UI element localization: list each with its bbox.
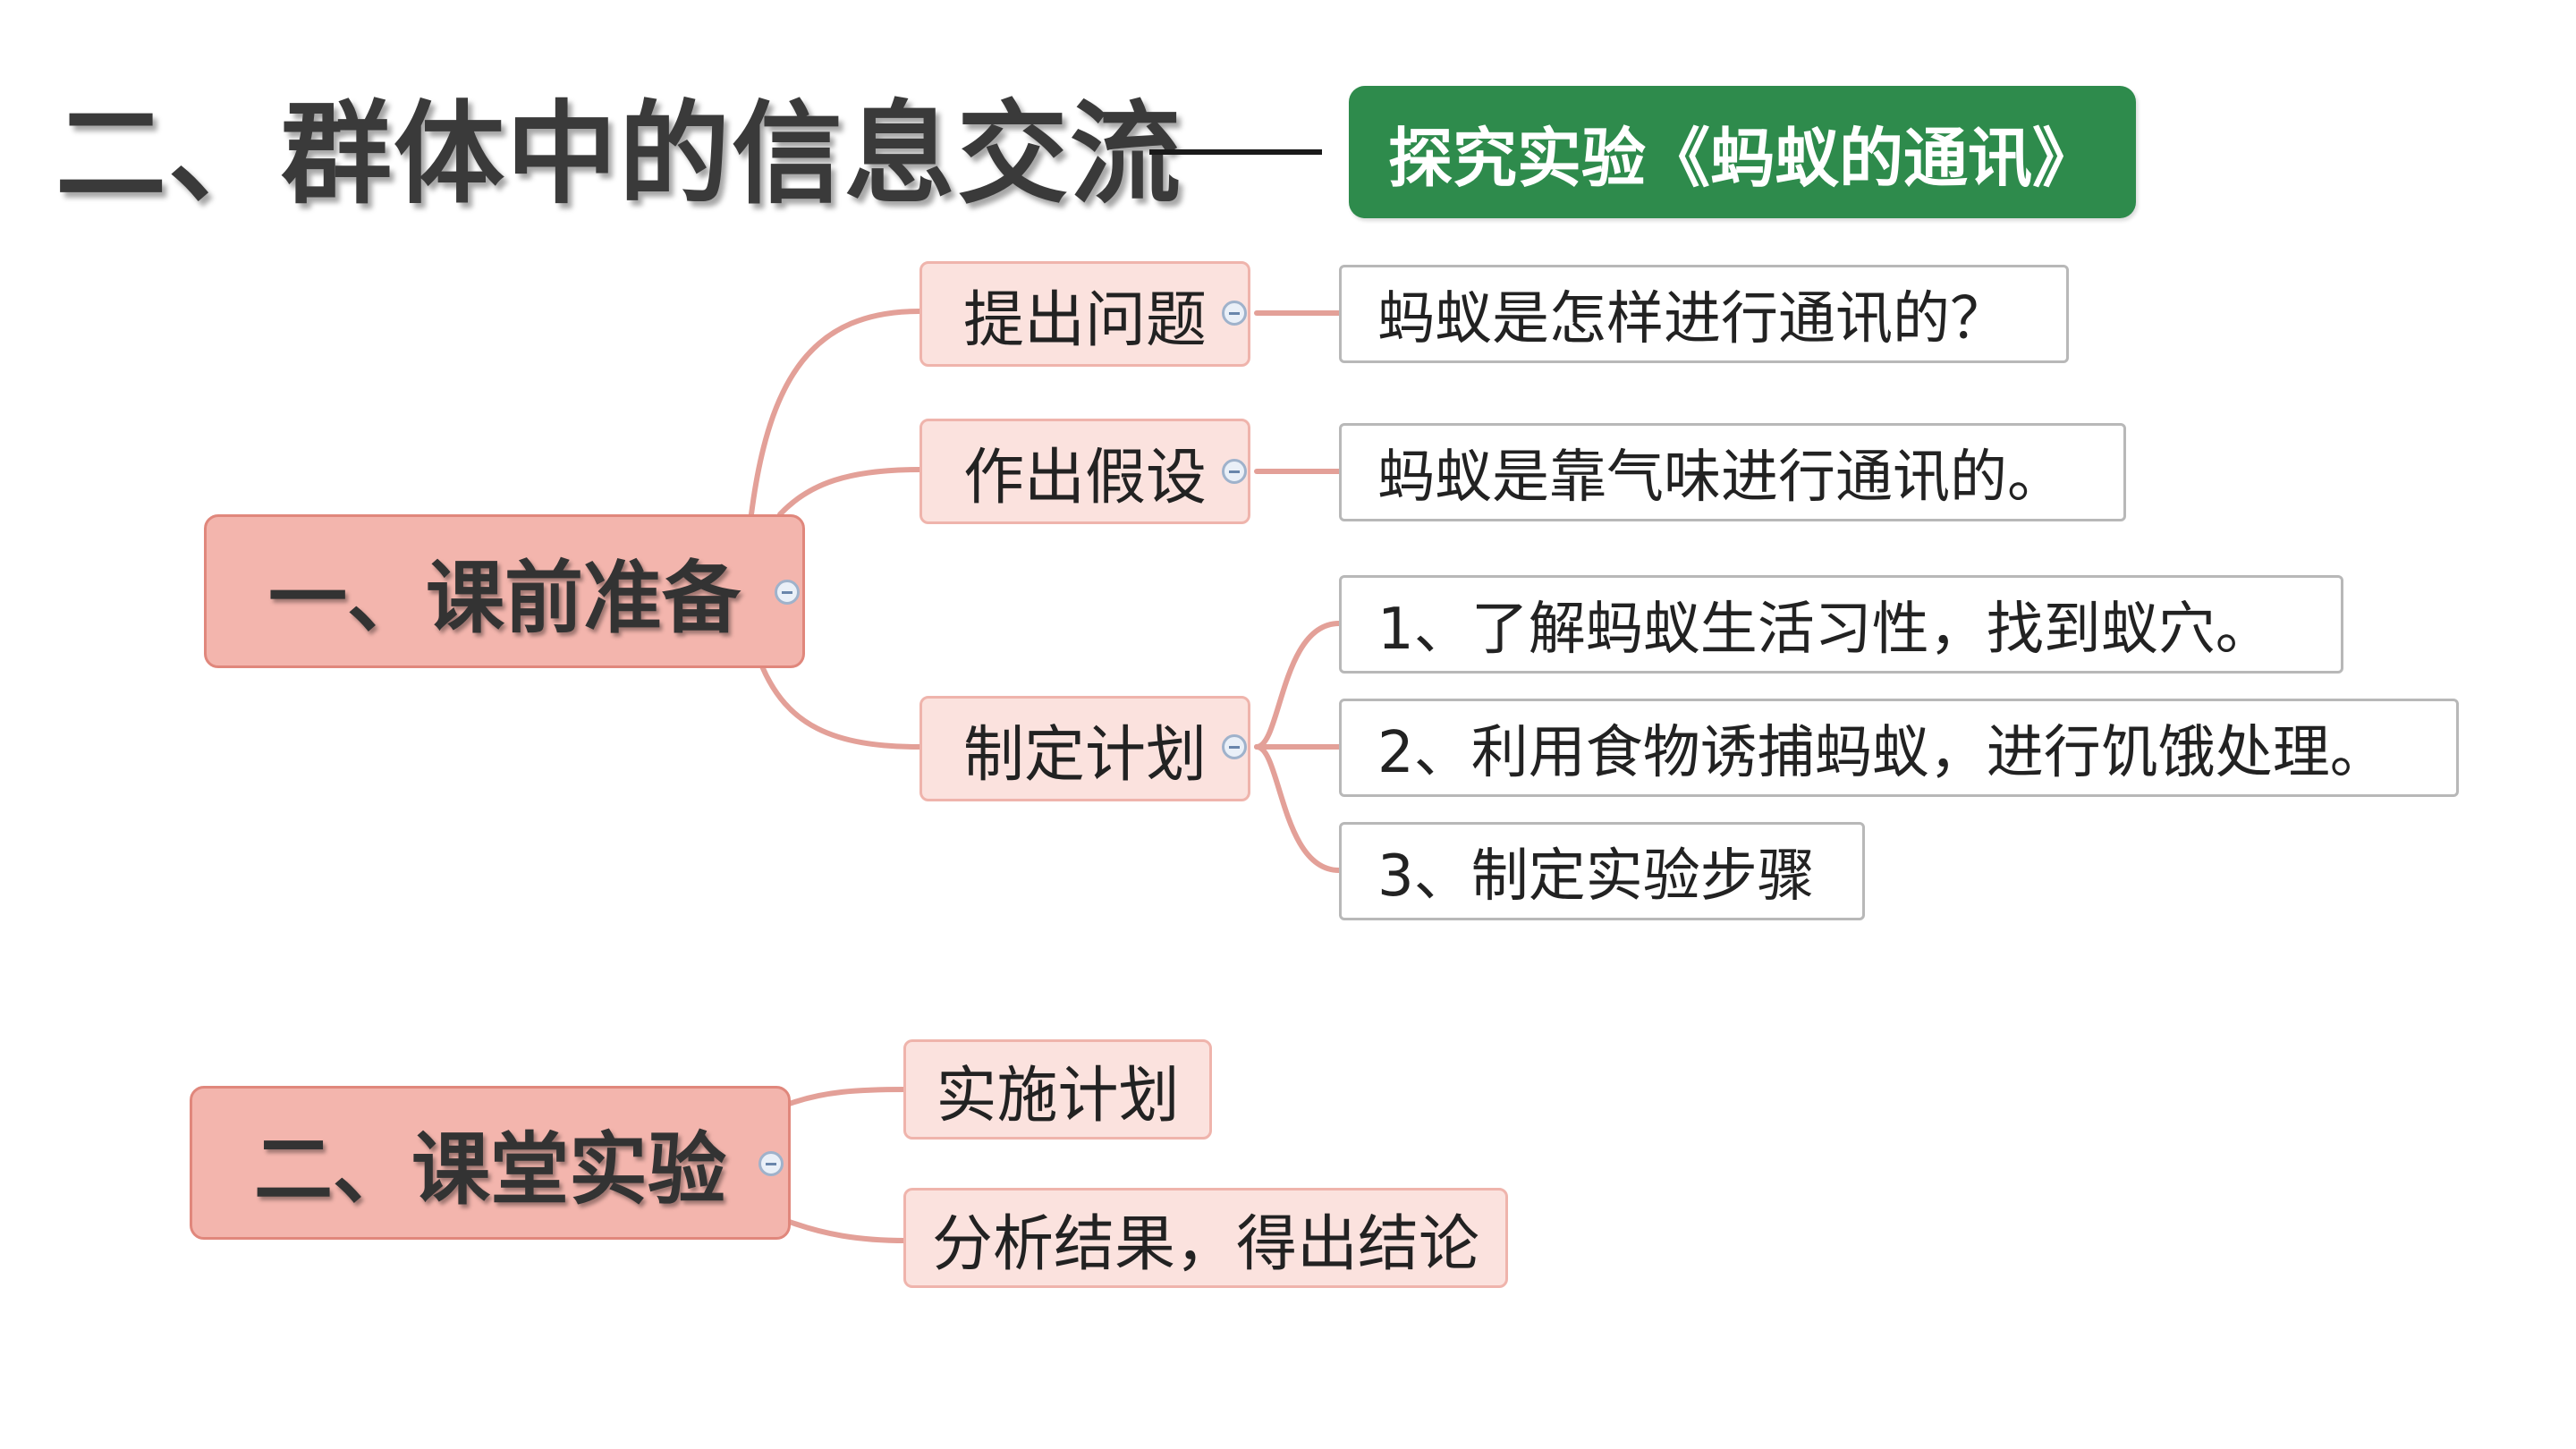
node-exp-item[interactable]: 分析结果，得出结论 — [903, 1188, 1508, 1288]
leaf-plan-step[interactable]: 2、利用食物诱捕蚂蚁，进行饥饿处理。 — [1339, 699, 2459, 797]
node-exp-item[interactable]: 实施计划 — [903, 1039, 1212, 1140]
node-hypothesis[interactable]: 作出假设 — [919, 419, 1250, 524]
link-plan-step1 — [1254, 621, 1342, 750]
link-exp-item1 — [784, 1087, 909, 1107]
node-experiment[interactable]: 二、课堂实验 — [190, 1086, 791, 1240]
link-prep-plan — [759, 664, 922, 750]
experiment-badge: 探究实验《蚂蚁的通讯》 — [1349, 86, 2136, 218]
node-prep[interactable]: 一、课前准备 — [204, 514, 805, 668]
page-title: 二、群体中的信息交流 — [55, 90, 1183, 219]
leaf-plan-step[interactable]: 1、了解蚂蚁生活习性，找到蚁穴。 — [1339, 575, 2343, 674]
collapse-toggle-icon[interactable] — [1222, 459, 1247, 484]
link-prep-question — [749, 309, 922, 517]
link-prep-hypothesis — [777, 467, 922, 517]
collapse-toggle-icon[interactable] — [758, 1151, 784, 1176]
node-plan[interactable]: 制定计划 — [919, 696, 1250, 801]
collapse-toggle-icon[interactable] — [1222, 301, 1247, 326]
title-connector-rule — [1149, 149, 1322, 155]
link-exp-item2 — [784, 1218, 909, 1243]
node-question[interactable]: 提出问题 — [919, 261, 1250, 367]
link-plan-step3 — [1254, 744, 1342, 873]
leaf-question-detail[interactable]: 蚂蚁是怎样进行通讯的？ — [1339, 265, 2069, 363]
collapse-toggle-icon[interactable] — [1222, 734, 1247, 759]
leaf-plan-step[interactable]: 3、制定实验步骤 — [1339, 822, 1865, 920]
leaf-hypothesis-detail[interactable]: 蚂蚁是靠气味进行通讯的。 — [1339, 423, 2126, 521]
collapse-toggle-icon[interactable] — [775, 580, 800, 605]
